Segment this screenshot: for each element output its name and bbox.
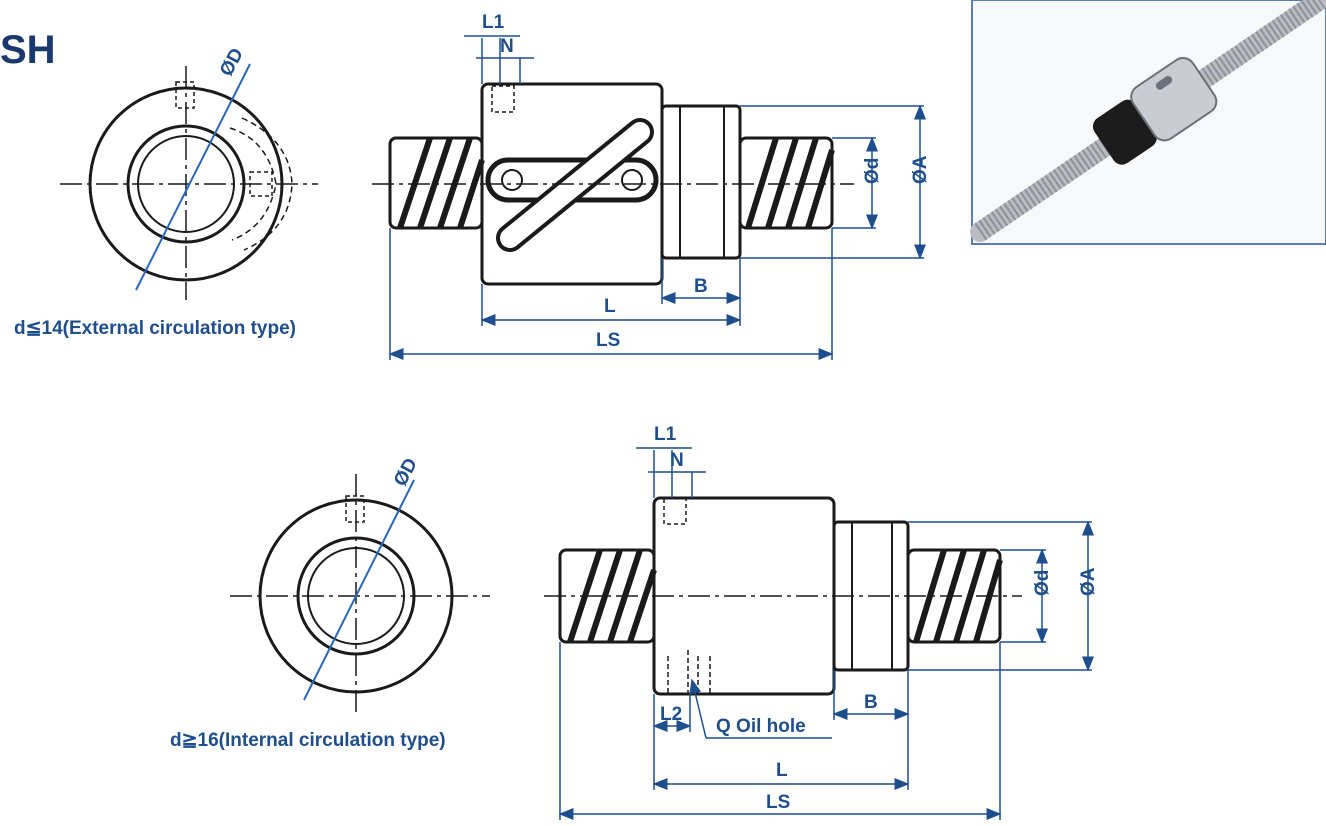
upper-end-view: ØD	[60, 45, 318, 300]
lower-side-view: L1 N Ød ØA L2 Q Oil hole B L LS	[544, 424, 1099, 820]
lower-l2-label: L2	[660, 704, 682, 725]
upper-l1-label: L1	[482, 12, 505, 33]
lower-l1-label: L1	[654, 424, 677, 445]
lower-b-label: B	[864, 692, 878, 713]
upper-od-small-label: Ød	[862, 158, 883, 184]
upper-caption: d≦14(External circulation type)	[14, 318, 296, 339]
lower-ls-label: LS	[766, 792, 790, 813]
upper-ls-label: LS	[596, 330, 620, 351]
series-title: SH	[0, 28, 56, 72]
lower-caption: d≧16(Internal circulation type)	[170, 730, 446, 751]
upper-end-od-label: ØD	[216, 45, 248, 80]
lower-n-label: N	[670, 450, 684, 471]
upper-n-label: N	[500, 36, 514, 57]
lower-oil-hole-label: Q Oil hole	[716, 716, 806, 737]
upper-b-label: B	[694, 276, 708, 297]
lower-l-label: L	[776, 760, 788, 781]
upper-side-view: L1 N Ød ØA B L LS	[372, 12, 931, 360]
lower-oa-label: ØA	[1078, 567, 1099, 596]
lower-end-view: ØD	[230, 455, 490, 716]
lower-od-small-label: Ød	[1032, 570, 1053, 596]
lower-end-od-label: ØD	[390, 455, 422, 490]
upper-oa-label: ØA	[910, 155, 931, 184]
upper-l-label: L	[604, 296, 616, 317]
product-photo	[970, 0, 1326, 245]
